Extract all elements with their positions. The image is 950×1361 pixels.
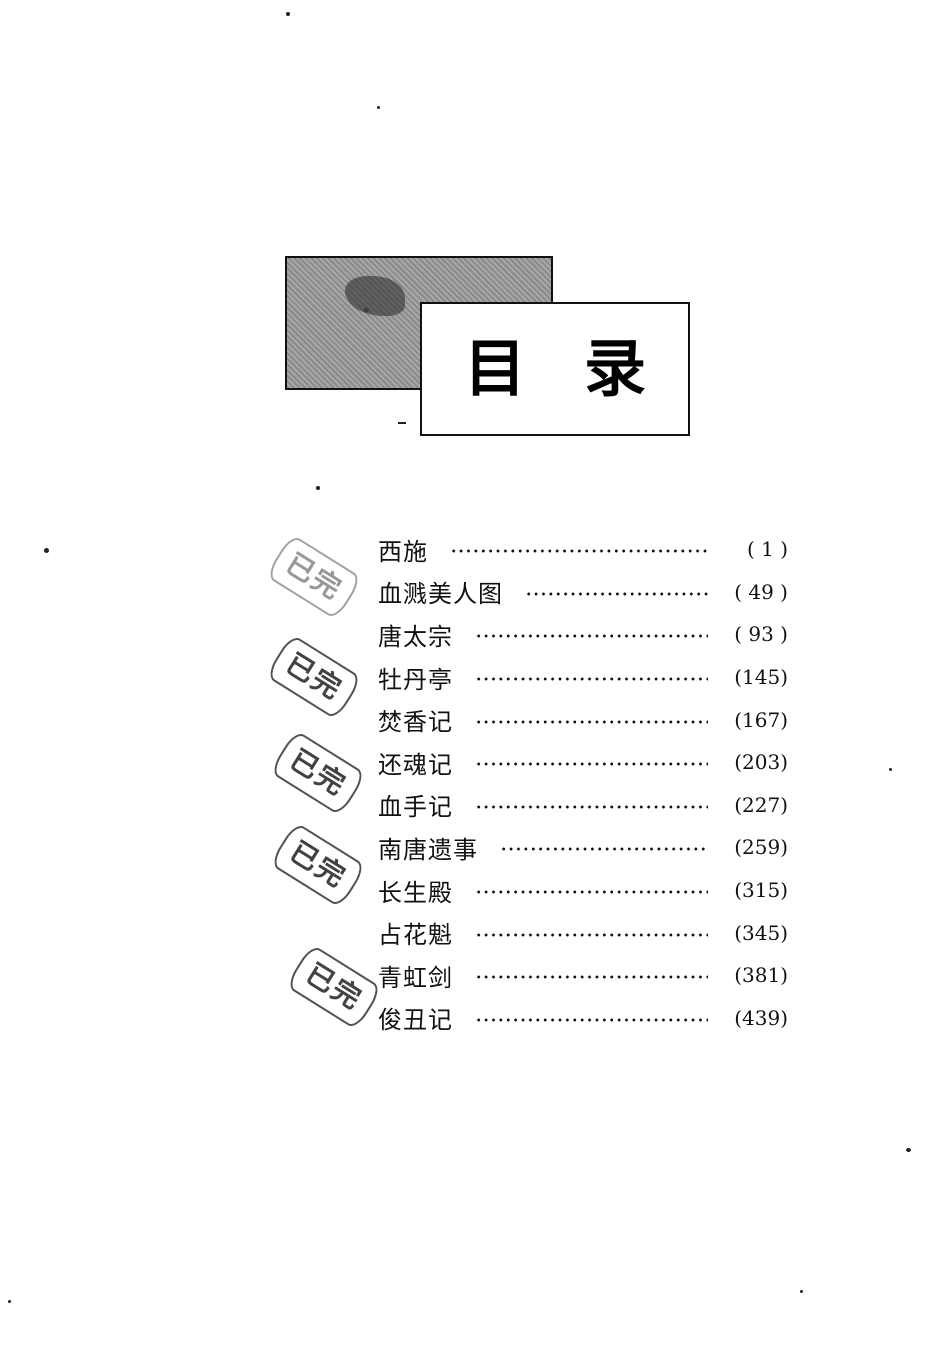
completed-stamp: 已完	[269, 729, 367, 817]
toc-entry-xuejian-meirentu[interactable]: 血溅美人图 ( 49 )	[378, 571, 788, 614]
toc-entry-title: 牡丹亭	[378, 665, 453, 694]
toc-entry-title: 南唐遗事	[378, 835, 478, 864]
completed-stamp: 已完	[269, 821, 367, 909]
scan-speck	[8, 1300, 11, 1303]
dot-leader	[475, 975, 708, 980]
scan-speck	[889, 768, 892, 771]
toc-entry-zhanhuakui[interactable]: 占花魁 (345)	[378, 911, 788, 954]
toc-entry-xishi[interactable]: 西施 ( 1 )	[378, 528, 788, 571]
toc-entry-page: ( 1 )	[746, 537, 788, 562]
scan-speck	[906, 1148, 911, 1152]
dot-leader	[475, 762, 708, 767]
dot-leader	[475, 634, 708, 639]
toc-entry-title: 青虹剑	[378, 963, 453, 992]
toc-entry-xueshouji[interactable]: 血手记 (227)	[378, 784, 788, 827]
scan-speck	[800, 1290, 803, 1293]
toc-entry-title: 西施	[378, 537, 428, 566]
scan-speck	[398, 422, 406, 424]
toc-entry-title: 还魂记	[378, 750, 453, 779]
toc-heading-box: 目 录	[420, 302, 690, 436]
toc-entry-junchouji[interactable]: 俊丑记 (439)	[378, 997, 788, 1040]
toc-entry-tangtaizong[interactable]: 唐太宗 ( 93 )	[378, 613, 788, 656]
toc-entry-title: 焚香记	[378, 708, 453, 737]
toc-entry-title: 血溅美人图	[378, 580, 503, 609]
scan-speck	[316, 486, 320, 490]
dot-leader	[500, 847, 708, 852]
dot-leader	[475, 677, 708, 682]
toc-entry-page: (167)	[734, 707, 788, 732]
toc-entry-page: (203)	[734, 750, 788, 775]
toc-entry-page: ( 93 )	[734, 622, 788, 647]
toc-entry-title: 血手记	[378, 793, 453, 822]
scan-speck	[377, 106, 380, 109]
toc-entry-page: (439)	[734, 1005, 788, 1030]
toc-entry-page: (381)	[734, 963, 788, 988]
toc-heading-char-2: 录	[584, 332, 647, 405]
scan-speck	[286, 12, 290, 16]
toc-entry-nantang-yishi[interactable]: 南唐遗事 (259)	[378, 826, 788, 869]
toc-entry-qinghongjian[interactable]: 青虹剑 (381)	[378, 954, 788, 997]
toc-entry-title: 占花魁	[378, 921, 453, 950]
toc-entry-page: (259)	[734, 835, 788, 860]
dot-leader	[475, 932, 708, 937]
toc-entry-changshengdian[interactable]: 长生殿 (315)	[378, 869, 788, 912]
dot-leader	[475, 1017, 708, 1022]
toc-heading-char-1: 目	[463, 332, 526, 405]
toc-entry-page: (315)	[734, 878, 788, 903]
toc-entry-fenxiangji[interactable]: 焚香记 (167)	[378, 698, 788, 741]
toc-entry-title: 唐太宗	[378, 622, 453, 651]
completed-stamp: 已完	[265, 633, 363, 721]
illustration-figure-icon	[345, 276, 405, 316]
toc-entry-page: (345)	[734, 920, 788, 945]
completed-stamp: 已完	[285, 943, 383, 1031]
completed-stamp: 已完	[265, 533, 363, 621]
toc-entry-mudanting[interactable]: 牡丹亭 (145)	[378, 656, 788, 699]
table-of-contents: 西施 ( 1 ) 血溅美人图 ( 49 ) 唐太宗 ( 93 ) 牡丹亭 (14…	[378, 528, 788, 1039]
toc-entry-title: 俊丑记	[378, 1006, 453, 1035]
scan-speck	[44, 548, 49, 553]
toc-entry-huanhunji[interactable]: 还魂记 (203)	[378, 741, 788, 784]
toc-entry-title: 长生殿	[378, 878, 453, 907]
toc-entry-page: (145)	[734, 665, 788, 690]
dot-leader	[525, 591, 708, 596]
dot-leader	[475, 890, 708, 895]
toc-entry-page: (227)	[734, 792, 788, 817]
dot-leader	[475, 804, 708, 809]
toc-entry-page: ( 49 )	[734, 579, 788, 604]
dot-leader	[450, 549, 708, 554]
dot-leader	[475, 719, 708, 724]
